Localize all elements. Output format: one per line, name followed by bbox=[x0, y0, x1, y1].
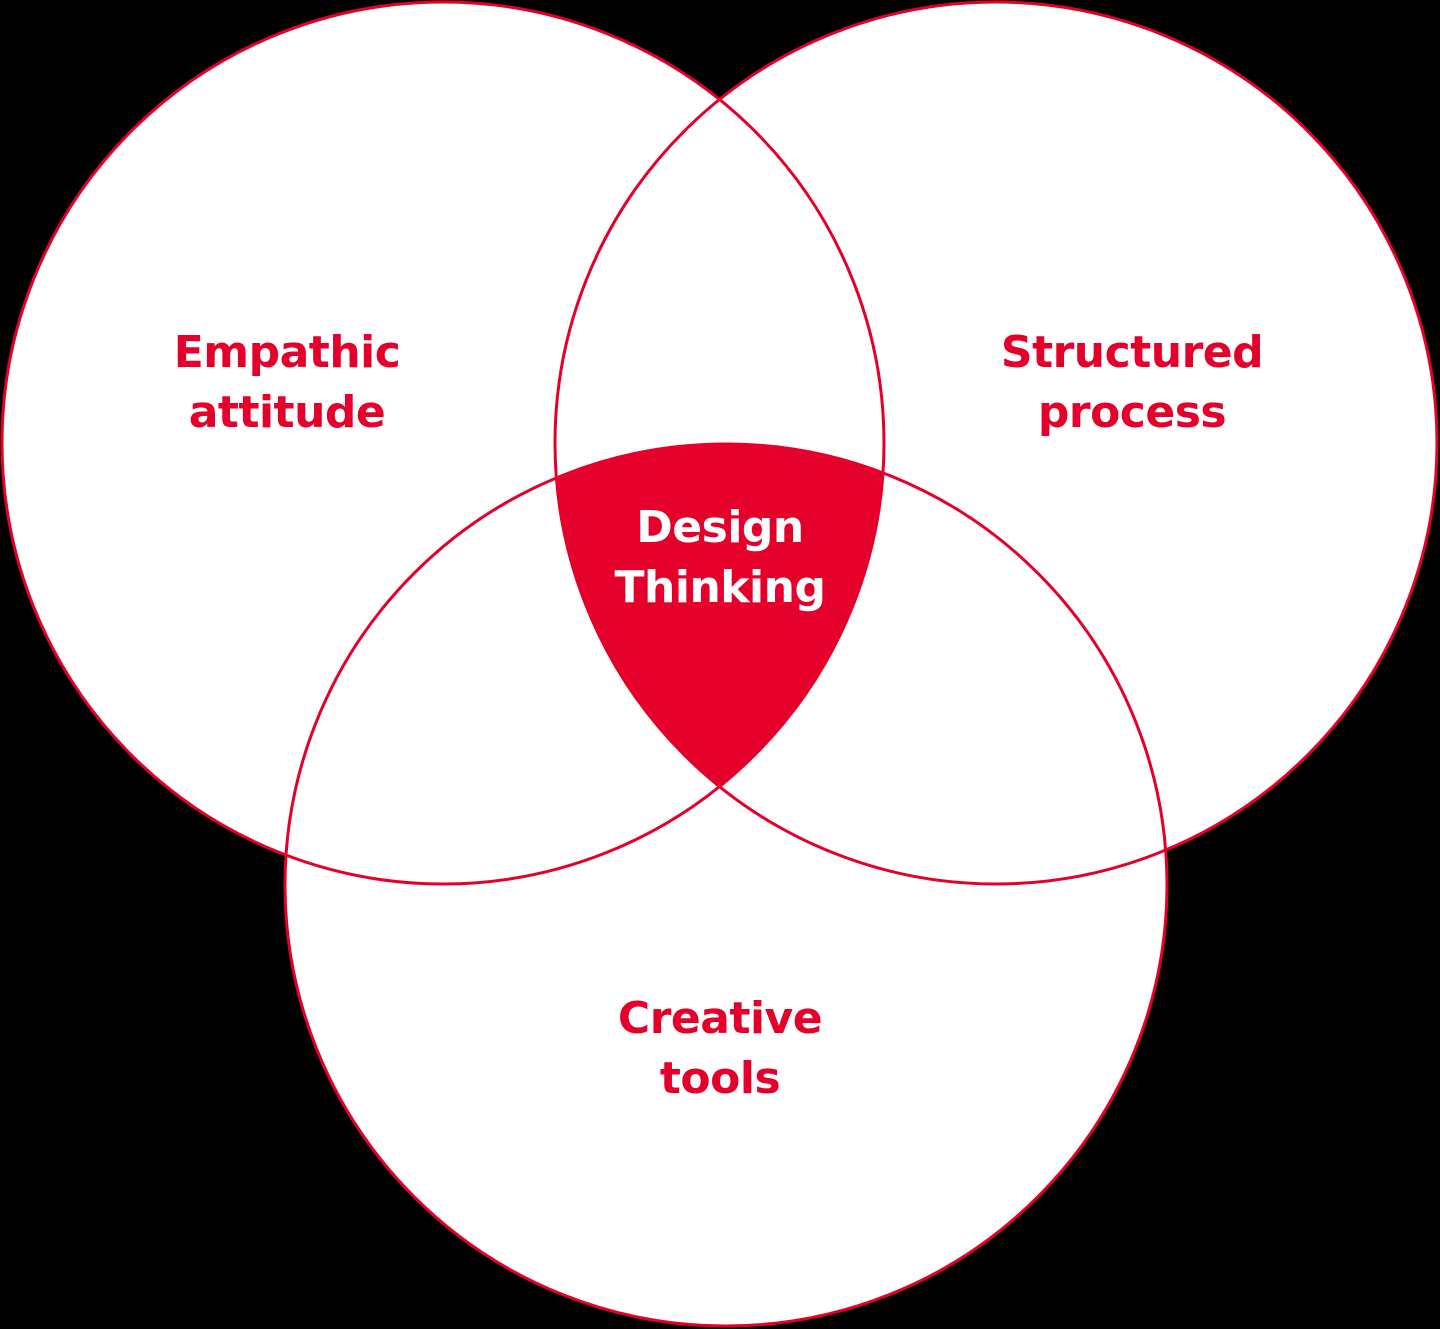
circle-creative-fill bbox=[285, 444, 1167, 1326]
circle-empathic-outline bbox=[0, 0, 886, 886]
label-line: tools bbox=[659, 1053, 781, 1104]
label-line: Thinking bbox=[614, 562, 826, 613]
label-design-thinking: Design Thinking bbox=[615, 498, 826, 618]
circle-creative-outline bbox=[283, 442, 1169, 1328]
circle-structured-outline bbox=[553, 0, 1439, 886]
label-line: Structured bbox=[1000, 327, 1264, 378]
label-structured-process: Structured process bbox=[1000, 323, 1264, 443]
label-creative-tools: Creative tools bbox=[617, 989, 823, 1109]
label-line: Empathic bbox=[173, 327, 401, 378]
label-line: attitude bbox=[188, 387, 386, 438]
label-line: Design bbox=[636, 502, 804, 553]
label-line: Creative bbox=[617, 993, 823, 1044]
label-empathic-attitude: Empathic attitude bbox=[174, 323, 401, 443]
label-line: process bbox=[1037, 387, 1227, 438]
